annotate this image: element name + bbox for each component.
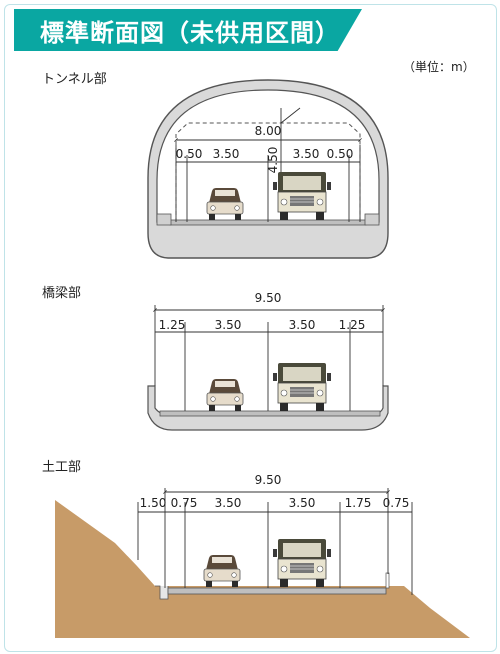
bridge-roadway: [159, 410, 381, 417]
tunnel-seg-1: 0.50: [176, 147, 203, 161]
earthwork-seg-4: 3.50: [289, 496, 316, 510]
tunnel-right-curb: [364, 213, 380, 226]
bridge-section: 9.50 1.25 3.50 3.50 1.25: [147, 291, 389, 431]
bridge-seg-2: 3.50: [215, 318, 242, 332]
tunnel-left-curb: [156, 213, 172, 226]
earthwork-seg-3: 3.50: [215, 496, 242, 510]
tunnel-section: 8.00 0.50 3.50 3.50 0.50 4.50: [147, 79, 389, 259]
bridge-total-width: 9.50: [255, 291, 282, 305]
title-banner: [14, 9, 362, 51]
bridge-truck-icon: [272, 362, 332, 412]
bridge-section-label: 橋梁部: [42, 286, 82, 301]
earthwork-seg-1: 1.50: [140, 496, 167, 510]
earthwork-seg-2: 0.75: [171, 496, 198, 510]
tunnel-total-width: 8.00: [255, 124, 282, 138]
earthwork-soil: [55, 500, 470, 638]
earthwork-right-post: [385, 572, 390, 589]
page-title: 標準断面図（未供用区間）: [40, 19, 340, 47]
earthwork-total-width: 9.50: [255, 473, 282, 487]
tunnel-seg-3: 3.50: [293, 147, 320, 161]
tunnel-height-leader: [280, 107, 301, 124]
earthwork-section: 9.50 1.50 0.75 3.50 3.50 1.75 0.75: [55, 473, 470, 638]
earthwork-section-label: 土工部: [42, 460, 82, 475]
tunnel-height: 4.50: [266, 147, 280, 174]
earthwork-car-icon: [203, 554, 241, 588]
tunnel-section-label: トンネル部: [42, 72, 107, 87]
earthwork-seg-5: 1.75: [345, 496, 372, 510]
tunnel-seg-4: 0.50: [327, 147, 354, 161]
bridge-car-icon: [206, 378, 244, 412]
earthwork-seg-extension-lines: [137, 488, 413, 595]
bridge-seg-3: 3.50: [289, 318, 316, 332]
earthwork-truck-icon: [272, 538, 332, 588]
earthwork-left-ditch: [155, 585, 169, 600]
unit-note: （単位：m）: [403, 60, 475, 74]
earthwork-roadway: [167, 587, 387, 595]
tunnel-seg-extension-lines: [175, 145, 361, 222]
earthwork-seg-6: 0.75: [383, 496, 410, 510]
tunnel-seg-2: 3.50: [213, 147, 240, 161]
bridge-seg-4: 1.25: [339, 318, 366, 332]
bridge-seg-1: 1.25: [159, 318, 186, 332]
bridge-seg-extension-lines: [154, 305, 384, 411]
